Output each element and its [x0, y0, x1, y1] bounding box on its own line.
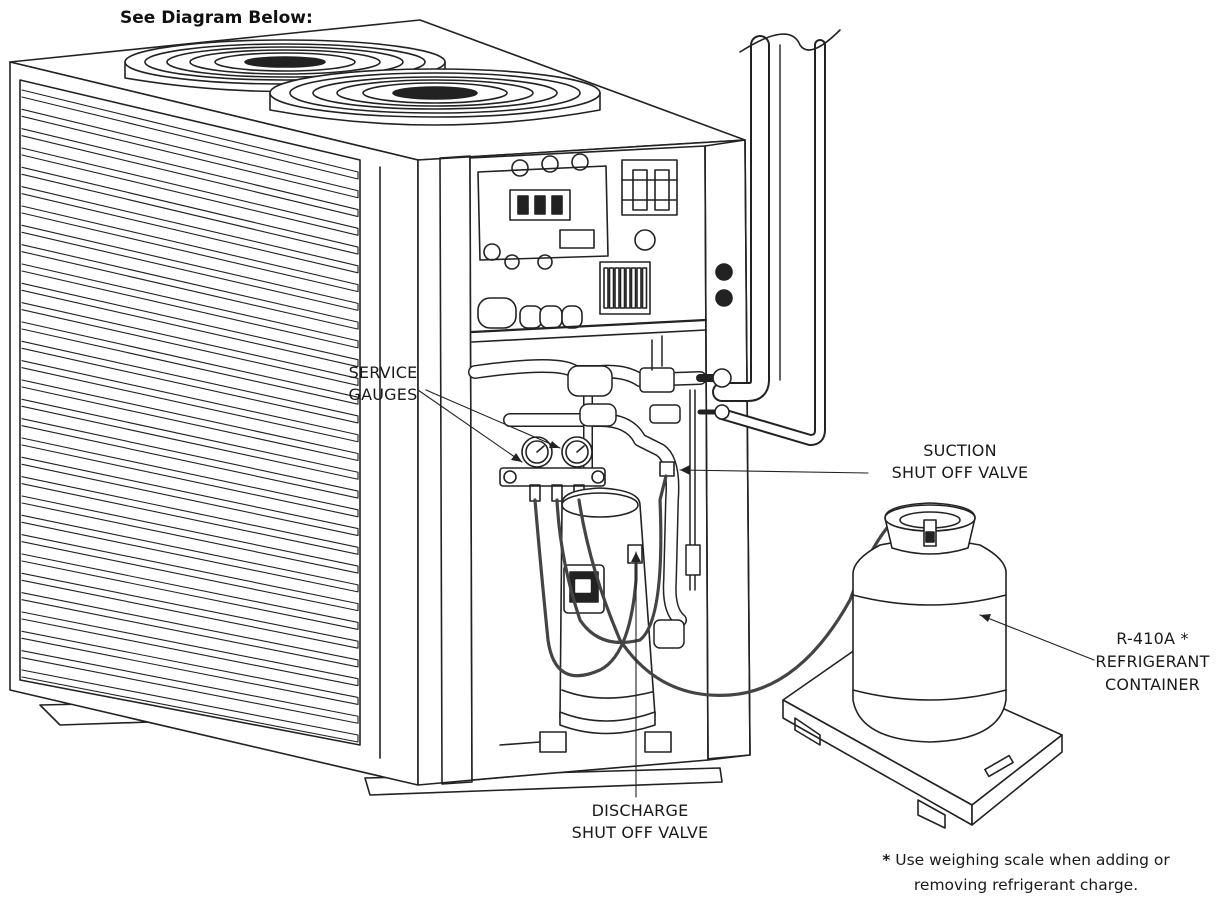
- louver-slat: [21, 495, 359, 574]
- terminal-slot: [630, 267, 637, 309]
- louver-slat: [21, 224, 359, 311]
- contactor: [621, 159, 678, 216]
- louver-slat: [21, 128, 359, 218]
- louver-slat: [21, 572, 359, 649]
- louver-slat: [21, 244, 359, 330]
- capacitors: [477, 297, 583, 329]
- louver-slat: [21, 418, 359, 499]
- louvers: [21, 89, 359, 743]
- louver-slat: [21, 650, 359, 724]
- terminal-slot: [619, 267, 626, 309]
- louver-slat: [21, 398, 359, 480]
- service-gauge-manifold: [499, 436, 606, 502]
- note-line-1: Use weighing scale when adding or: [895, 851, 1170, 869]
- louver-slat: [21, 592, 359, 668]
- louver-slat: [21, 302, 359, 386]
- fan-grille-right: [269, 68, 601, 126]
- discharge-shut-off-valve-label: DISCHARGE SHUT OFF VALVE: [571, 801, 709, 842]
- louver-slat: [21, 534, 359, 612]
- louver-slat: [21, 263, 359, 349]
- note-asterisk: *: [882, 851, 891, 869]
- louver-slat: [21, 89, 359, 180]
- louver-slat: [21, 108, 359, 199]
- louver-slat: [21, 553, 359, 630]
- louver-slat: [21, 514, 359, 593]
- louver-slat: [21, 186, 359, 274]
- diagram-heading: See Diagram Below:: [120, 8, 313, 28]
- louver-slat: [21, 340, 359, 424]
- service-gauges-label: SERVICE GAUGES: [348, 363, 418, 404]
- louver-slat: [21, 669, 359, 743]
- leader-arrowheads: [511, 441, 991, 622]
- louver-slat: [21, 456, 359, 537]
- louver-slat: [21, 205, 359, 293]
- weighing-scale-note: * Use weighing scale when adding or remo…: [836, 848, 1216, 898]
- louver-slat: [21, 360, 359, 443]
- control-board: [477, 153, 656, 270]
- refrigerant-tank: [852, 502, 1007, 743]
- louver-slat: [21, 321, 359, 405]
- refrigerant-container-label: R-410A * REFRIGERANT CONTAINER: [1095, 629, 1210, 694]
- louver-slat: [21, 611, 359, 687]
- terminal-slot: [641, 267, 648, 309]
- terminal-slot: [625, 267, 631, 309]
- terminal-slot: [603, 267, 609, 309]
- louver-slat: [21, 630, 359, 706]
- terminal-slot: [608, 267, 615, 309]
- terminal-slot: [636, 267, 642, 309]
- suction-shut-off-valve-label: SUCTION SHUT OFF VALVE: [891, 441, 1029, 482]
- louver-slat: [21, 476, 359, 555]
- note-line-2: removing refrigerant charge.: [913, 876, 1139, 894]
- louver-slat: [21, 166, 359, 255]
- louver-slat: [21, 437, 359, 518]
- suction-valve: [659, 461, 675, 477]
- louver-slat: [21, 379, 359, 462]
- terminal-block: [599, 261, 651, 315]
- louver-slat: [21, 147, 359, 236]
- louver-slat: [21, 282, 359, 368]
- exterior-piping: [712, 29, 841, 446]
- terminal-slot: [614, 267, 620, 309]
- leader-lines: [417, 389, 1095, 798]
